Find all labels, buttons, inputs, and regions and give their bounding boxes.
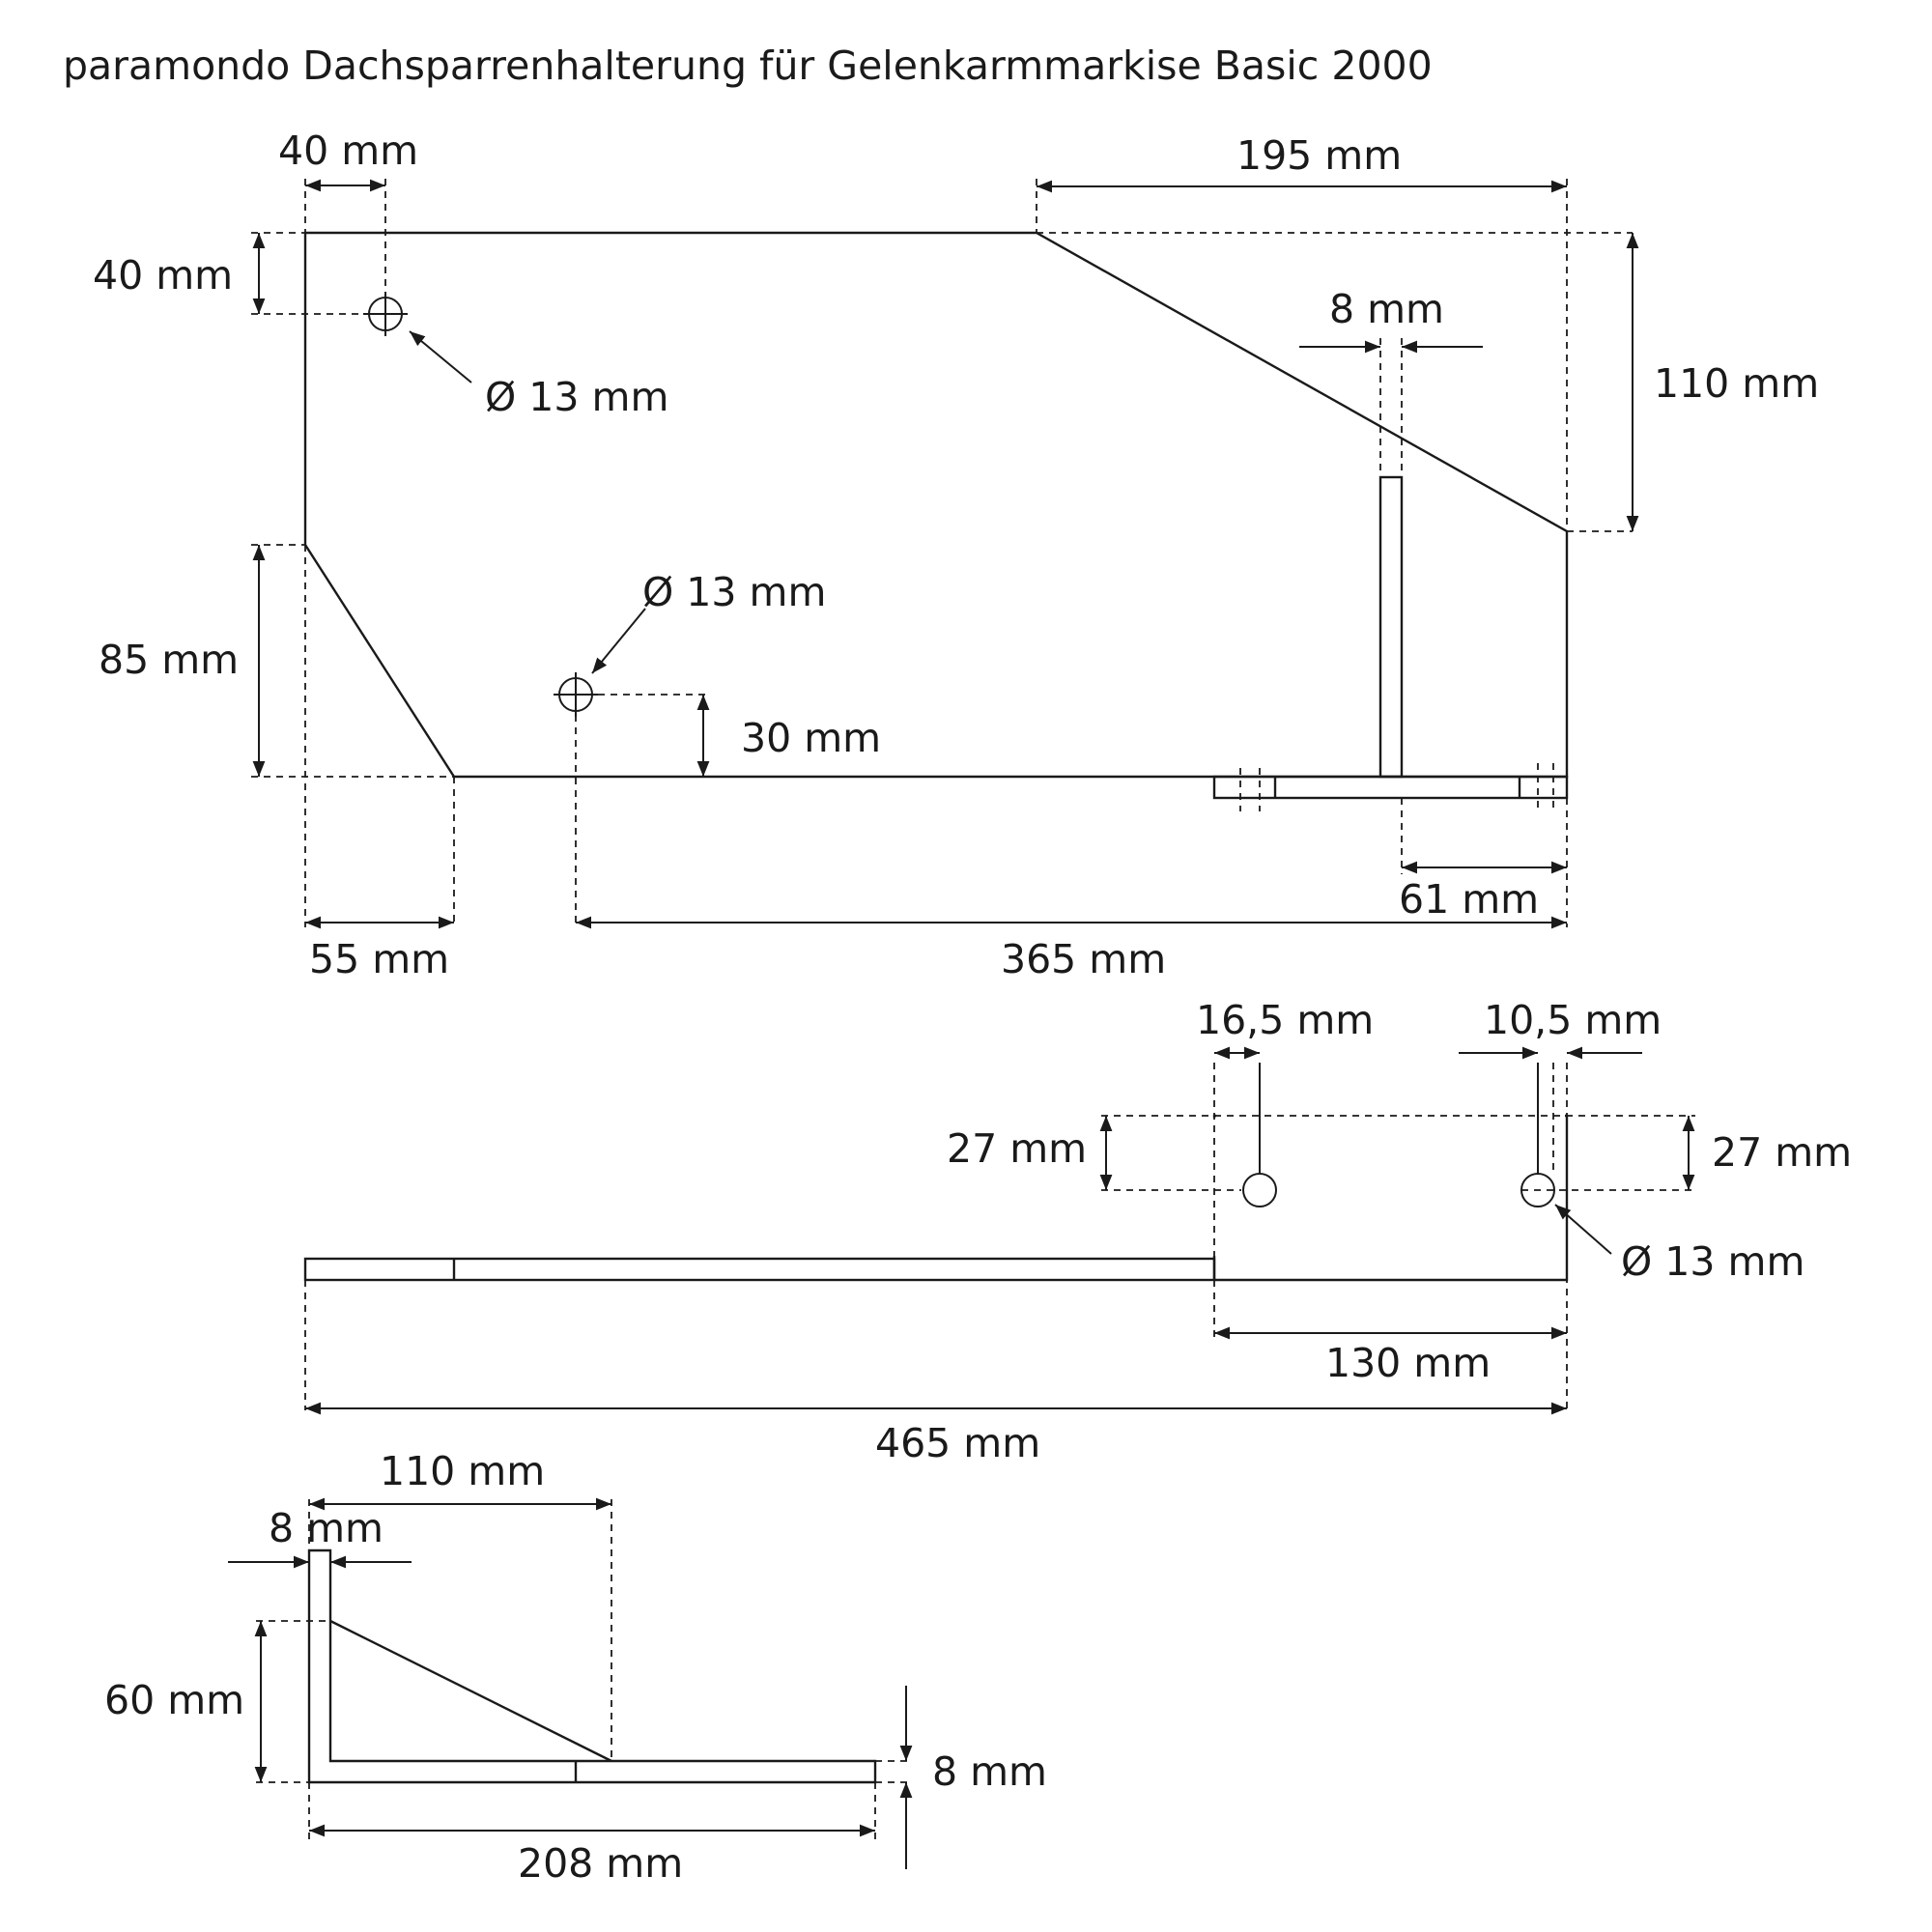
label-hole-offset-y: 40 mm — [93, 252, 233, 298]
label-hole-top-diameter: Ø 13 mm — [485, 374, 668, 420]
label-chamfer-left-height: 85 mm — [99, 637, 239, 683]
side-long-bar — [303, 1257, 1216, 1282]
slot-outline — [1378, 475, 1404, 779]
drawing-title: paramondo Dachsparrenhalterung für Gelen… — [63, 43, 1433, 89]
label-hole-to-edge: 365 mm — [1001, 936, 1166, 982]
label-slot-offset: 61 mm — [1399, 876, 1539, 923]
label-base-thickness: 8 mm — [932, 1748, 1047, 1795]
label-plate-thickness: 8 mm — [269, 1505, 384, 1551]
label-total-length: 465 mm — [875, 1420, 1040, 1466]
hole-bottom — [554, 672, 598, 717]
leader-hole-bottom — [591, 608, 646, 674]
label-hole-left-height: 27 mm — [947, 1125, 1087, 1172]
label-gusset-width: 110 mm — [380, 1448, 545, 1494]
label-slot-width: 8 mm — [1329, 286, 1444, 332]
label-chamfer-top-width: 195 mm — [1236, 132, 1402, 179]
side-hole-left — [1242, 1063, 1277, 1208]
end-bracket-outline — [307, 1548, 877, 1784]
label-chamfer-left-width: 55 mm — [309, 936, 449, 982]
label-hole-bottom-offset-y: 30 mm — [741, 715, 881, 761]
gusset-diagonal — [329, 1619, 612, 1763]
label-hole-left-offset: 16,5 mm — [1196, 997, 1374, 1043]
top-view: 40 mm 40 mm Ø 13 mm 195 mm 8 mm 110 mm 8… — [93, 128, 1819, 982]
side-hole-right — [1520, 1063, 1555, 1208]
label-hole-right-height: 27 mm — [1712, 1129, 1852, 1176]
label-side-hole-diameter: Ø 13 mm — [1621, 1238, 1804, 1285]
leader-side-hole — [1554, 1204, 1612, 1255]
side-view: 16,5 mm 10,5 mm 27 mm 27 mm Ø 13 mm 130 … — [303, 997, 1852, 1466]
leader-hole-top — [409, 330, 472, 384]
label-hole-offset-x: 40 mm — [278, 128, 418, 174]
label-gusset-height: 60 mm — [104, 1677, 244, 1723]
label-flange-length: 130 mm — [1325, 1340, 1491, 1386]
label-chamfer-right-height: 110 mm — [1654, 360, 1819, 407]
side-flange-outline — [1212, 1114, 1569, 1282]
label-hole-right-offset: 10,5 mm — [1484, 997, 1662, 1043]
label-base-length: 208 mm — [518, 1840, 683, 1887]
label-hole-bottom-diameter: Ø 13 mm — [642, 569, 826, 615]
flange-strip — [1212, 775, 1569, 800]
end-view: 110 mm 8 mm 60 mm 8 mm 208 mm — [104, 1448, 1047, 1887]
